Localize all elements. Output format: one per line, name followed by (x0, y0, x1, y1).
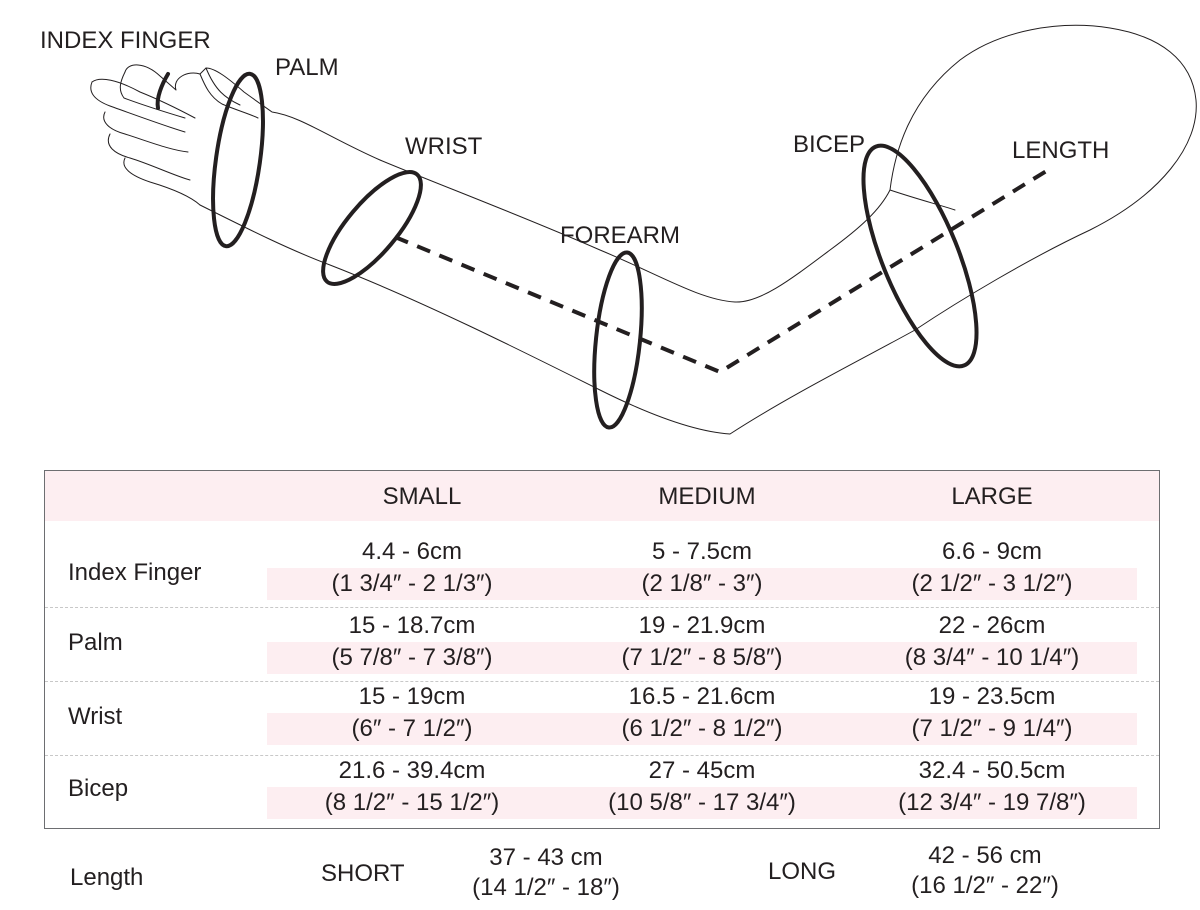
size-chart-table: SMALL MEDIUM LARGE Index Finger 4.4 - 6c… (44, 470, 1160, 829)
table-row-wrist: Wrist 15 - 19cm(6″ - 7 1/2″) 16.5 - 21.6… (45, 681, 1159, 756)
forearm-ring (592, 250, 644, 430)
cell-medium: 19 - 21.9cm(7 1/2″ - 8 5/8″) (557, 610, 847, 674)
label-bicep: BICEP (793, 131, 865, 158)
measure-label: Wrist (68, 703, 123, 730)
label-index-finger: INDEX FINGER (40, 27, 211, 54)
cell-small: 15 - 19cm(6″ - 7 1/2″) (267, 681, 557, 745)
header-medium: MEDIUM (658, 483, 756, 510)
label-palm: PALM (275, 54, 339, 81)
bicep-ring (861, 143, 979, 369)
length-long-label: LONG (768, 858, 837, 885)
cell-large: 22 - 26cm(8 3/4″ - 10 1/4″) (847, 610, 1137, 674)
cell-large: 19 - 23.5cm(7 1/2″ - 9 1/4″) (847, 681, 1137, 745)
cell-medium: 5 - 7.5cm(2 1/8″ - 3″) (557, 536, 847, 600)
cell-large: 32.4 - 50.5cm(12 3/4″ - 19 7/8″) (847, 755, 1137, 819)
cell-medium: 27 - 45cm(10 5/8″ - 17 3/4″) (557, 755, 847, 819)
wrist-ring (321, 170, 423, 286)
table-row-palm: Palm 15 - 18.7cm(5 7/8″ - 7 3/8″) 19 - 2… (45, 607, 1159, 682)
length-long-inch: (16 1/2″ - 22″) (911, 872, 1059, 899)
measure-label: Bicep (68, 775, 129, 802)
length-long-cm: 42 - 56 cm (928, 842, 1042, 869)
header-small: SMALL (382, 483, 462, 510)
label-length: LENGTH (1012, 137, 1109, 164)
index-finger-ring (155, 72, 170, 110)
arm-outline (90, 24, 1197, 435)
header-large: LARGE (951, 483, 1033, 510)
table-row-bicep: Bicep 21.6 - 39.4cm(8 1/2″ - 15 1/2″) 27… (45, 755, 1159, 829)
table-header-row: SMALL MEDIUM LARGE (45, 471, 1159, 521)
cell-small: 4.4 - 6cm(1 3/4″ - 2 1/3″) (267, 536, 557, 600)
length-measure-line (394, 168, 1050, 375)
arm-measurement-diagram: INDEX FINGER PALM WRIST FOREARM BICEP LE… (40, 24, 1197, 435)
length-row: Length SHORT 37 - 43 cm (14 1/2″ - 18″) … (0, 840, 1200, 910)
cell-small: 21.6 - 39.4cm(8 1/2″ - 15 1/2″) (267, 755, 557, 819)
palm-ring (211, 71, 265, 249)
table-row-index-finger: Index Finger 4.4 - 6cm(1 3/4″ - 2 1/3″) … (45, 533, 1159, 608)
label-wrist: WRIST (405, 133, 483, 160)
length-short-label: SHORT (321, 860, 405, 887)
cell-medium: 16.5 - 21.6cm(6 1/2″ - 8 1/2″) (557, 681, 847, 745)
length-short-inch: (14 1/2″ - 18″) (472, 874, 620, 901)
label-forearm: FOREARM (560, 222, 680, 249)
length-short-cm: 37 - 43 cm (489, 844, 603, 871)
measure-label: Index Finger (68, 559, 202, 586)
cell-small: 15 - 18.7cm(5 7/8″ - 7 3/8″) (267, 610, 557, 674)
cell-large: 6.6 - 9cm(2 1/2″ - 3 1/2″) (847, 536, 1137, 600)
length-label: Length (70, 864, 144, 891)
measure-label: Palm (68, 629, 123, 656)
